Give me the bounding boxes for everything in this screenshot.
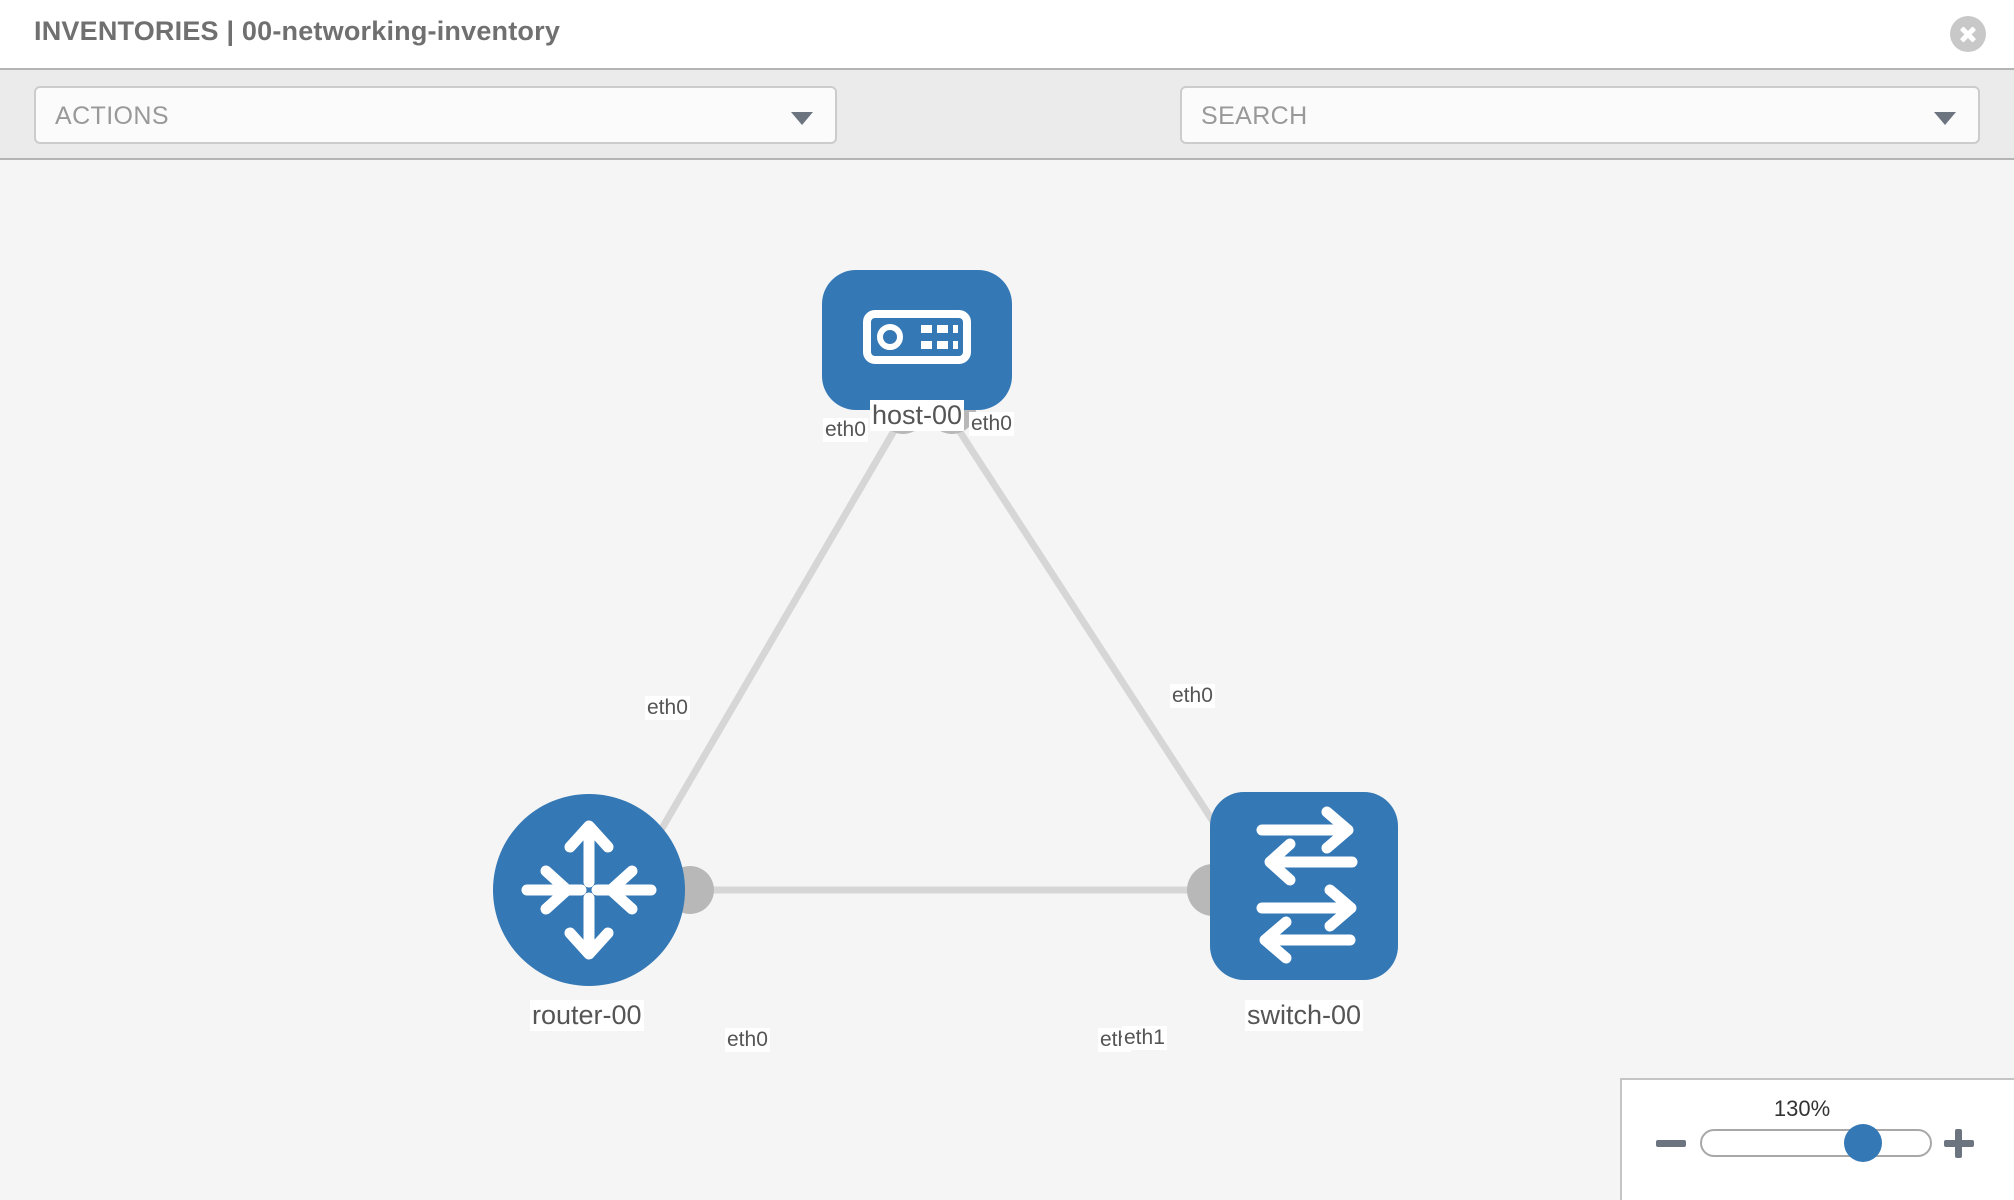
node-label-host-00: host-00 xyxy=(870,400,965,431)
zoom-control-panel: 130% xyxy=(1620,1078,2014,1200)
topology-graph xyxy=(493,270,1398,986)
search-input-placeholder: SEARCH xyxy=(1201,102,1308,130)
router-arrows-icon xyxy=(521,820,657,960)
edge-label-router-up-eth: eth0 xyxy=(645,696,690,720)
page-header: INVENTORIES | 00-networking-inventory xyxy=(0,0,2014,68)
close-icon[interactable] xyxy=(1950,16,1986,52)
actions-dropdown-label: ACTIONS xyxy=(55,102,169,130)
connector-layer xyxy=(666,386,1266,916)
actions-dropdown[interactable]: ACTIONS xyxy=(34,86,837,144)
edge-label-switch-up-eth: eth0 xyxy=(1170,684,1215,708)
zoom-out-button[interactable] xyxy=(1654,1126,1688,1160)
node-switch-00[interactable] xyxy=(1210,792,1398,980)
zoom-percent-label: 130% xyxy=(1773,1096,1831,1121)
server-icon xyxy=(863,310,971,364)
node-label-switch-00: switch-00 xyxy=(1245,1000,1364,1031)
chevron-down-icon[interactable] xyxy=(1934,112,1956,125)
edge-label-router-right-eth: eth0 xyxy=(725,1028,770,1052)
edge-label-host-left-eth: eth0 xyxy=(823,418,868,442)
zoom-slider-track[interactable] xyxy=(1700,1129,1932,1157)
search-input[interactable]: SEARCH xyxy=(1180,86,1980,144)
zoom-slider-thumb[interactable] xyxy=(1844,1124,1882,1162)
zoom-in-button[interactable] xyxy=(1942,1126,1976,1160)
page-title: INVENTORIES | 00-networking-inventory xyxy=(34,16,561,46)
edge-label-switch-left-eth: eth1 xyxy=(1122,1026,1167,1050)
node-label-router-00: router-00 xyxy=(530,1000,644,1031)
switch-arrows-icon xyxy=(1256,806,1358,964)
topology-canvas[interactable]: eth0 host-00 eth0 eth0 eth0 eth0 eth eth… xyxy=(0,160,2014,1200)
link-host-router[interactable] xyxy=(636,410,909,868)
node-host-00[interactable] xyxy=(822,270,1012,410)
chevron-down-icon xyxy=(791,112,813,125)
link-host-switch[interactable] xyxy=(944,410,1245,868)
node-router-00[interactable] xyxy=(493,794,685,986)
toolbar: ACTIONS SEARCH xyxy=(0,68,2014,199)
link-layer xyxy=(636,410,1245,894)
edge-label-host-right-eth: eth0 xyxy=(969,412,1014,436)
